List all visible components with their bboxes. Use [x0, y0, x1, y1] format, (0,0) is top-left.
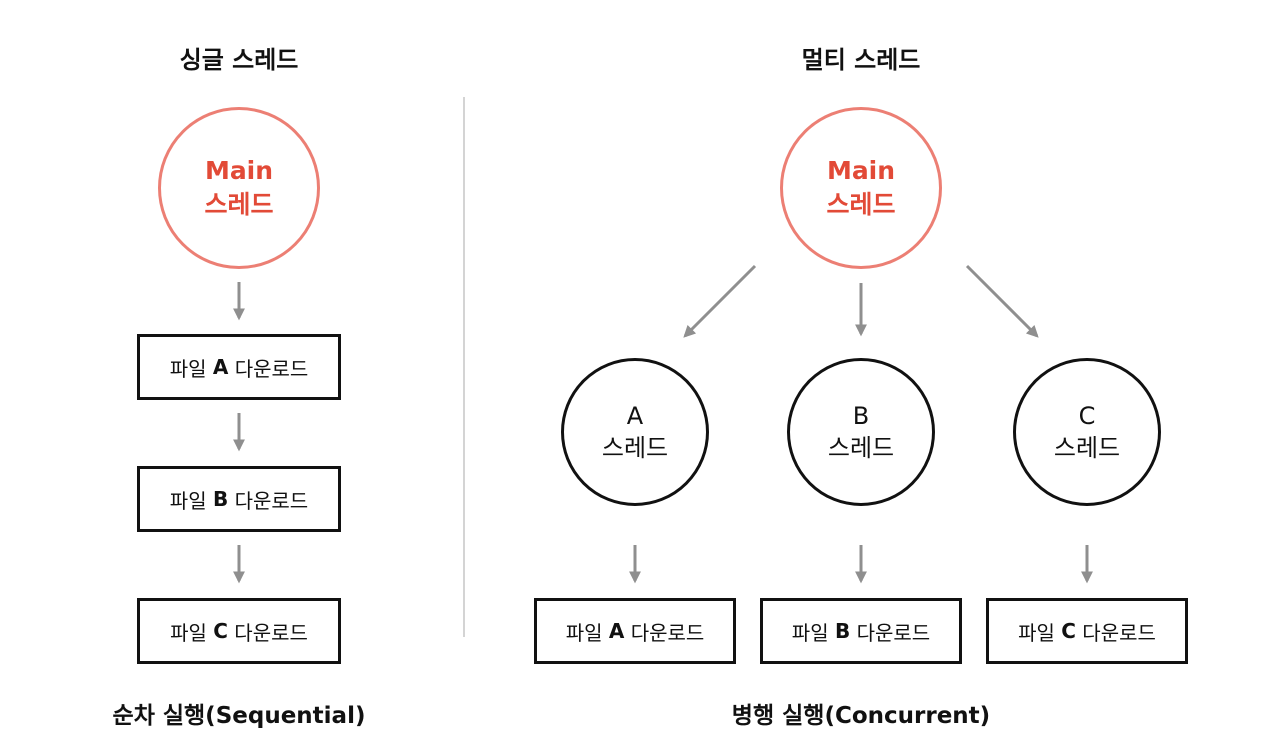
- thread-c-label: 스레드: [1053, 434, 1121, 462]
- arrow-main-to-thread-a: [683, 264, 757, 338]
- thread-c-letter: C: [1078, 401, 1096, 430]
- multi-task-a: 파일 A 다운로드: [534, 598, 736, 664]
- task-prefix: 파일: [170, 620, 207, 645]
- sequential-caption: 순차 실행(Sequential): [112, 703, 366, 729]
- thread-a-letter: A: [626, 401, 644, 430]
- multi-task-c: 파일 C 다운로드: [986, 598, 1188, 664]
- task-letter: C: [1061, 619, 1076, 643]
- task-suffix: 다운로드: [630, 620, 705, 645]
- task-letter: B: [212, 487, 229, 511]
- single-task-b: 파일 B 다운로드: [137, 466, 341, 532]
- section-divider: [463, 97, 465, 637]
- single-task-a: 파일 A 다운로드: [137, 334, 341, 400]
- task-letter: B: [834, 619, 851, 643]
- arrow-main-to-thread-c: [965, 264, 1039, 338]
- single-main-thread-node: Main 스레드: [158, 107, 320, 269]
- thread-b-label: 스레드: [827, 434, 895, 462]
- thread-b-node: B 스레드: [787, 358, 935, 506]
- task-prefix: 파일: [169, 488, 207, 513]
- task-suffix: 다운로드: [234, 620, 308, 645]
- task-suffix: 다운로드: [856, 620, 931, 645]
- single-main-name: Main: [204, 156, 274, 186]
- multi-main-name: Main: [826, 156, 896, 186]
- task-prefix: 파일: [1018, 620, 1055, 645]
- task-prefix: 파일: [169, 356, 207, 381]
- thread-a-label: 스레드: [601, 434, 669, 462]
- task-letter: A: [608, 619, 625, 643]
- task-suffix: 다운로드: [1082, 620, 1156, 645]
- task-suffix: 다운로드: [234, 356, 309, 381]
- thread-c-node: C 스레드: [1013, 358, 1161, 506]
- multi-task-b: 파일 B 다운로드: [760, 598, 962, 664]
- task-suffix: 다운로드: [234, 488, 309, 513]
- multi-main-thread-node: Main 스레드: [780, 107, 942, 269]
- single-thread-title: 싱글 스레드: [179, 46, 299, 74]
- concurrent-caption: 병행 실행(Concurrent): [731, 703, 991, 729]
- thread-b-letter: B: [852, 401, 870, 430]
- task-prefix: 파일: [791, 620, 829, 645]
- task-letter: C: [213, 619, 228, 643]
- single-task-c: 파일 C 다운로드: [137, 598, 341, 664]
- multi-main-label: 스레드: [826, 190, 896, 219]
- single-main-label: 스레드: [204, 190, 274, 219]
- thread-a-node: A 스레드: [561, 358, 709, 506]
- task-prefix: 파일: [565, 620, 603, 645]
- task-letter: A: [212, 355, 229, 379]
- multi-thread-title: 멀티 스레드: [801, 46, 921, 74]
